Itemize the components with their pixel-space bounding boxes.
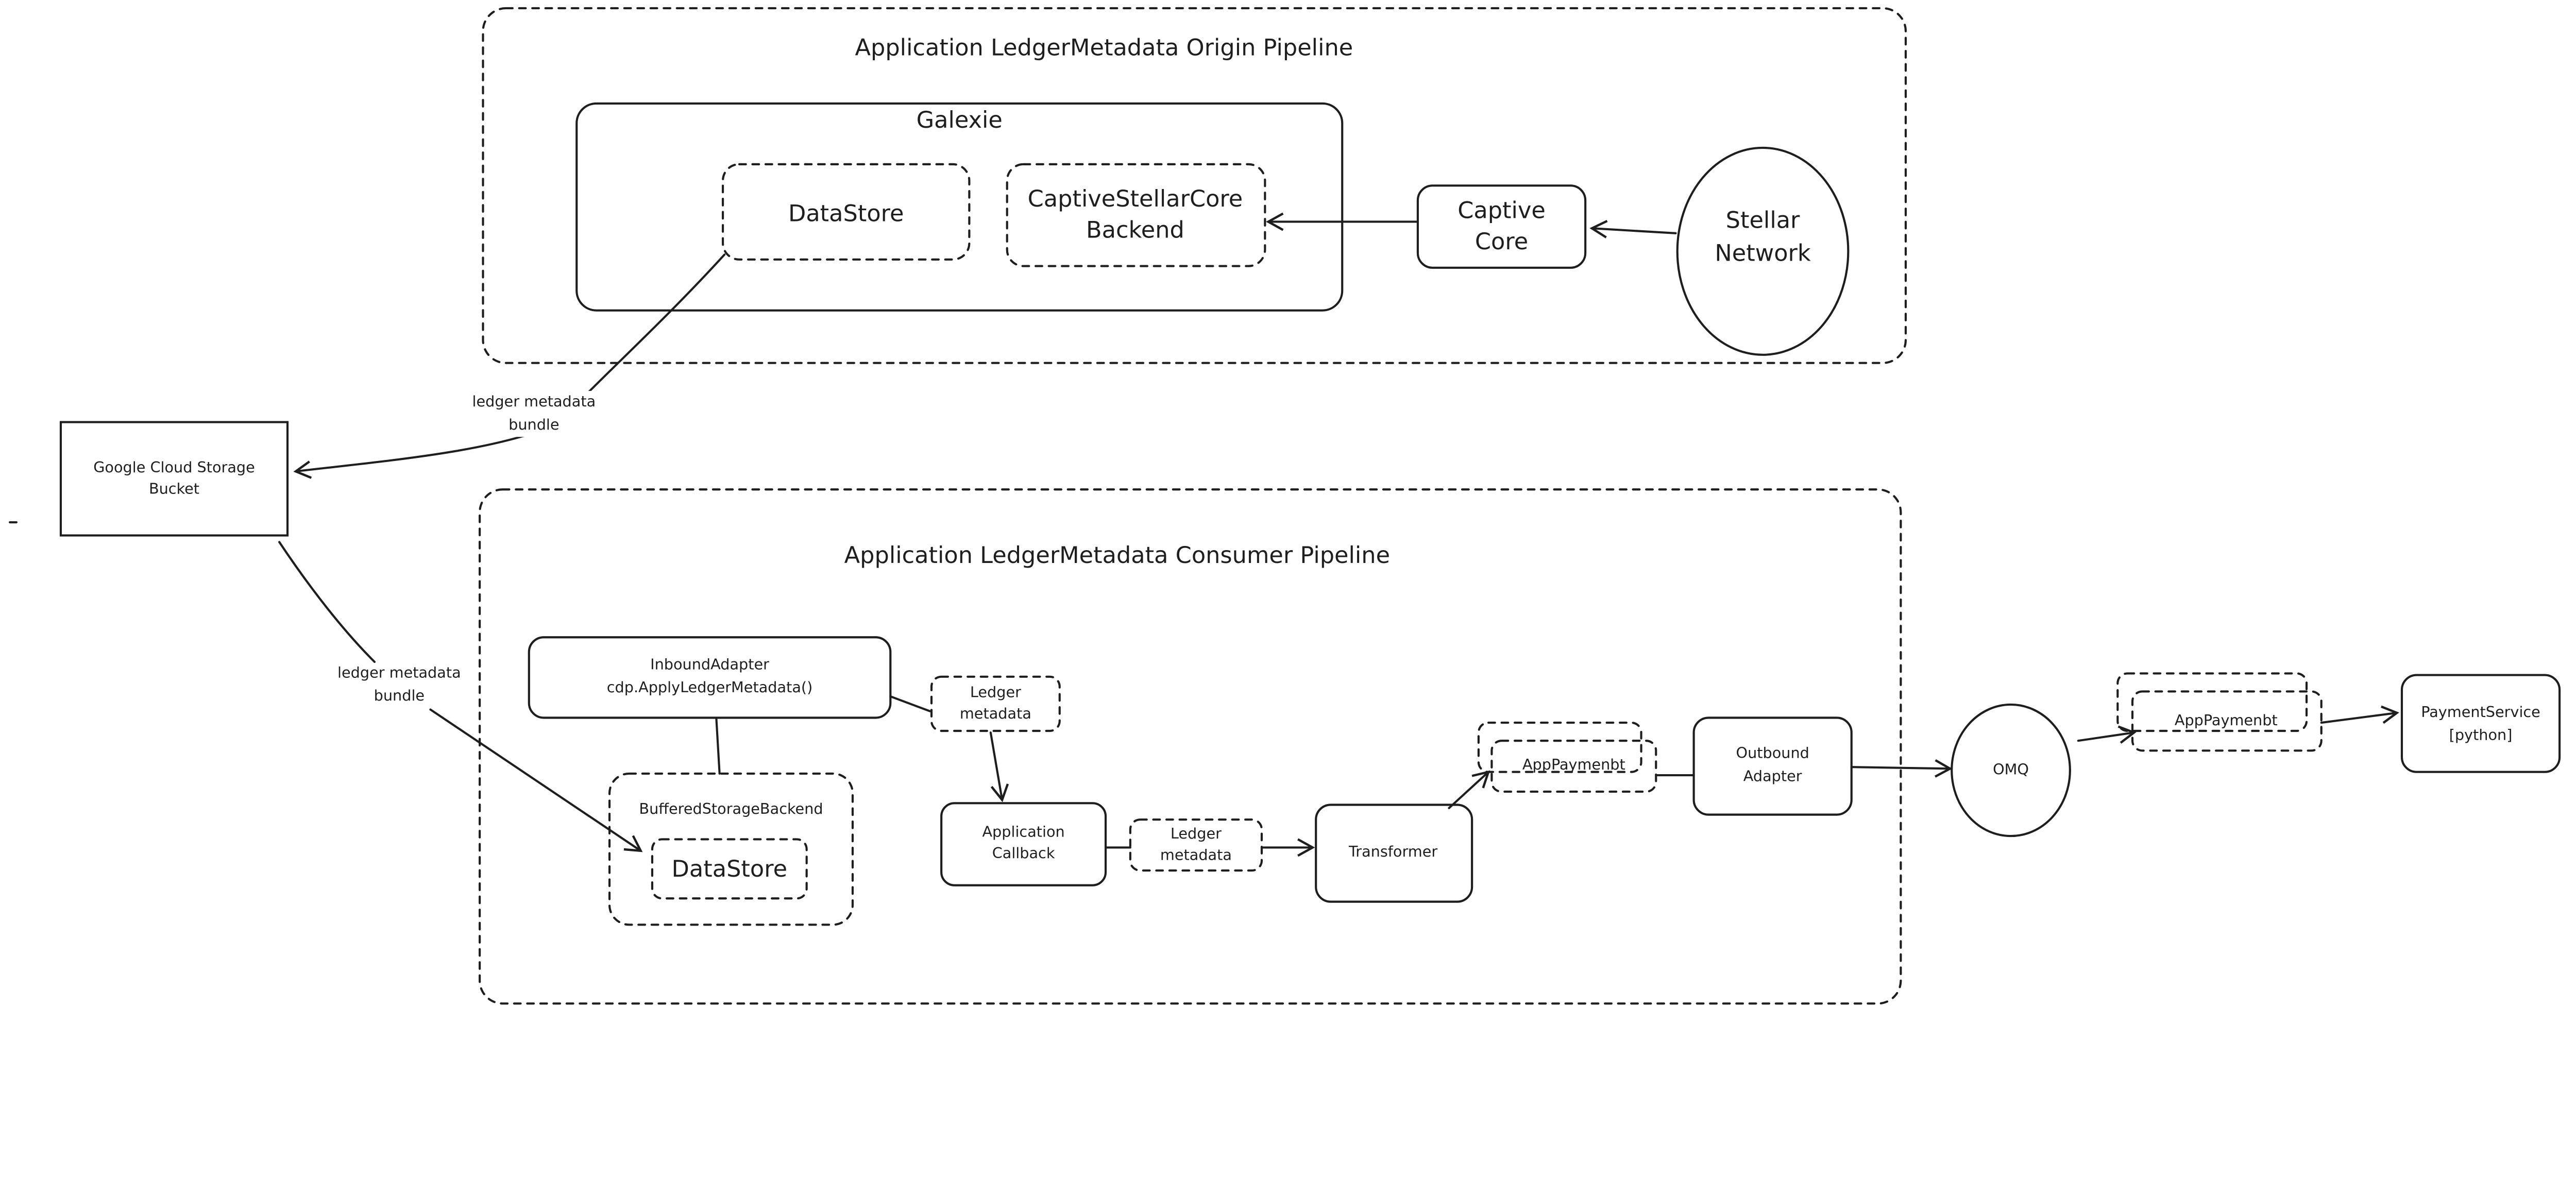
gcs-label-2: Bucket bbox=[149, 480, 199, 497]
ledger-metadata-1-label-2: metadata bbox=[960, 705, 1031, 722]
architecture-diagram: Application LedgerMetadata Origin Pipeli… bbox=[9, 7, 2561, 1005]
galexie-label: Galexie bbox=[917, 107, 1003, 133]
payment-service-box[interactable]: PaymentService [python] bbox=[2400, 674, 2561, 773]
app-payment-box-2[interactable]: AppPaymenbt bbox=[2116, 672, 2323, 752]
ledger-metadata-1-label-1: Ledger bbox=[970, 684, 1021, 701]
ledger-metadata-box-2[interactable]: Ledger metadata bbox=[1129, 818, 1263, 872]
captive-core-box[interactable]: Captive Core bbox=[1416, 184, 1587, 269]
download-label-1: ledger metadata bbox=[337, 663, 461, 681]
arrow-omq-to-payment bbox=[2077, 725, 2137, 744]
inbound-adapter-box[interactable]: InboundAdapter cdp.ApplyLedgerMetadata() bbox=[528, 636, 892, 719]
upload-label-2: bundle bbox=[509, 416, 559, 433]
consumer-pipeline-title: Application LedgerMetadata Consumer Pipe… bbox=[844, 542, 1390, 569]
arrow-payment-to-service bbox=[2320, 705, 2399, 724]
payment-service-label-1: PaymentService bbox=[2421, 703, 2540, 721]
omq-node[interactable]: OMQ bbox=[1951, 703, 2071, 838]
origin-pipeline-group[interactable]: Application LedgerMetadata Origin Pipeli… bbox=[482, 7, 1907, 364]
arrow-outbound-to-omq bbox=[1850, 759, 1953, 778]
arrow-network-to-core bbox=[1589, 219, 1677, 238]
arrow-gcs-to-datastore bbox=[278, 541, 641, 850]
application-callback-label-1: Application bbox=[982, 823, 1064, 841]
stellar-network-node[interactable]: Stellar Network bbox=[1676, 146, 1850, 356]
gcs-label-1: Google Cloud Storage bbox=[93, 458, 255, 476]
omq-label: OMQ bbox=[1993, 761, 2029, 778]
outbound-adapter-label-1: Outbound bbox=[1736, 744, 1809, 762]
line-inbound-to-ledger bbox=[889, 695, 931, 712]
outbound-adapter-box[interactable]: Outbound Adapter bbox=[1692, 716, 1853, 816]
outbound-adapter-label-2: Adapter bbox=[1743, 767, 1802, 784]
application-callback-label-2: Callback bbox=[992, 844, 1055, 862]
arrow-transformer-to-payment bbox=[1448, 770, 1490, 809]
app-payment-box-1[interactable]: AppPaymenbt bbox=[1477, 721, 1657, 793]
galexie-box[interactable]: Galexie bbox=[575, 102, 1344, 312]
captive-core-label-2: Core bbox=[1475, 228, 1528, 255]
transformer-box[interactable]: Transformer bbox=[1315, 804, 1473, 903]
captive-backend-box[interactable]: CaptiveStellarCore Backend bbox=[1006, 163, 1266, 267]
ledger-metadata-box-1[interactable]: Ledger metadata bbox=[930, 675, 1061, 732]
captive-core-label-1: Captive bbox=[1458, 197, 1546, 224]
consumer-pipeline-group[interactable]: Application LedgerMetadata Consumer Pipe… bbox=[479, 488, 1902, 1005]
app-payment-1-label: AppPaymenbt bbox=[1522, 756, 1625, 773]
ledger-metadata-2-label-1: Ledger bbox=[1171, 825, 1222, 842]
arrow-ledger-to-callback bbox=[989, 731, 1009, 802]
ledger-metadata-2-label-2: metadata bbox=[1160, 846, 1232, 863]
payment-service-label-2: [python] bbox=[2449, 726, 2513, 744]
captive-backend-label-2: Backend bbox=[1086, 217, 1184, 244]
stellar-network-label-1: Stellar bbox=[1726, 207, 1800, 233]
datastore-origin-label: DataStore bbox=[788, 200, 904, 227]
upload-label-1: ledger metadata bbox=[472, 392, 596, 410]
inbound-adapter-label-2: cdp.ApplyLedgerMetadata() bbox=[607, 678, 813, 696]
stellar-network-label-2: Network bbox=[1715, 240, 1810, 266]
inbound-adapter-label-1: InboundAdapter bbox=[650, 655, 769, 673]
transformer-label: Transformer bbox=[1348, 843, 1437, 860]
datastore-consumer-box[interactable]: DataStore bbox=[651, 838, 808, 900]
captive-backend-label-1: CaptiveStellarCore bbox=[1028, 185, 1243, 212]
buffered-storage-backend-box[interactable]: BufferedStorageBackend bbox=[608, 772, 854, 926]
application-callback-box[interactable]: Application Callback bbox=[940, 802, 1107, 886]
gcs-bucket-box[interactable]: Google Cloud Storage Bucket bbox=[59, 421, 289, 537]
download-label-2: bundle bbox=[374, 687, 425, 704]
datastore-consumer-label: DataStore bbox=[672, 856, 788, 882]
origin-pipeline-title: Application LedgerMetadata Origin Pipeli… bbox=[855, 35, 1353, 61]
buffered-storage-label: BufferedStorageBackend bbox=[639, 800, 823, 817]
line-inbound-to-buffered bbox=[715, 716, 721, 775]
datastore-origin-box[interactable]: DataStore bbox=[721, 163, 971, 261]
app-payment-2-label: AppPaymenbt bbox=[2175, 711, 2278, 729]
